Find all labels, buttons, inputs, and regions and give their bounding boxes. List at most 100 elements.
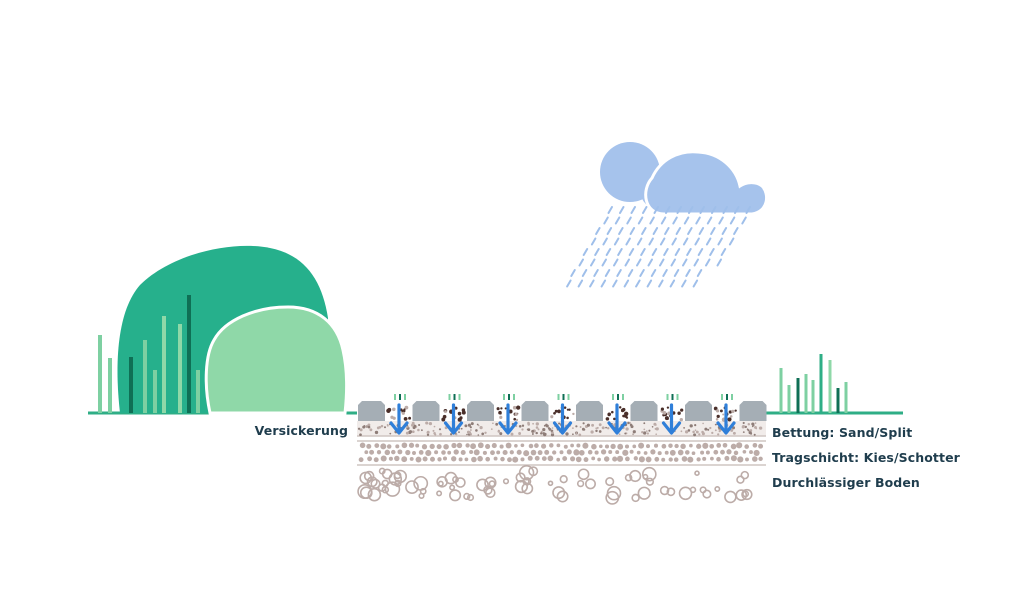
raindrop [709, 248, 715, 256]
gravel-stone [412, 451, 416, 455]
raindrop [663, 248, 669, 256]
gravel-stone [541, 443, 547, 449]
raindrop [669, 279, 676, 288]
label-infiltration: Versickerung [254, 423, 348, 438]
gravel-stone [523, 450, 530, 457]
sand-grain [527, 421, 530, 425]
gravel-stone [451, 456, 457, 462]
raindrop [710, 227, 716, 235]
joint-grain [727, 417, 732, 422]
sand-grain [598, 430, 602, 433]
raindrop [602, 237, 608, 246]
raindrop [593, 269, 599, 277]
subsoil-stones [357, 465, 753, 505]
arrow-down-icon [552, 403, 573, 435]
arrow-down-icon [389, 403, 409, 435]
raindrop [664, 227, 670, 235]
gravel-stone [742, 449, 747, 454]
pebble [393, 471, 402, 480]
gravel-stone [612, 456, 618, 462]
pebble [476, 478, 489, 492]
sand-grain [359, 428, 363, 432]
sand-grain [683, 427, 685, 429]
raindrop [617, 248, 623, 256]
sand-grain [707, 428, 710, 431]
sand-grain [405, 431, 409, 435]
raindrop [649, 216, 655, 225]
raindrop [673, 269, 680, 277]
arrow-down-icon [498, 403, 518, 435]
joint-grain [387, 407, 392, 412]
raindrop [595, 227, 601, 235]
raindrop [741, 216, 747, 225]
gravel-stone [566, 449, 572, 455]
sand-grain [477, 424, 480, 427]
gravel-stone [485, 456, 491, 462]
pebble [381, 479, 390, 488]
raindrop [581, 269, 588, 277]
raindrop [647, 258, 653, 267]
sand-grain [433, 425, 436, 428]
raindrop [685, 269, 691, 277]
arrow-down-icon [443, 403, 464, 435]
sand-grain [692, 430, 695, 434]
raindrop [570, 269, 576, 277]
sand-grain [545, 424, 549, 428]
gravel-stone [632, 444, 637, 449]
gravel-stone [458, 457, 463, 462]
bush-group [117, 245, 349, 415]
raindrop [578, 258, 584, 267]
raindrop [601, 258, 607, 267]
joint-grain [500, 407, 503, 410]
sand-grain [531, 429, 535, 433]
sand-grain [551, 427, 554, 429]
sand-grain [758, 426, 763, 430]
joint-grain [512, 405, 517, 410]
pebble [449, 489, 462, 502]
gravel-stone [624, 444, 630, 449]
raindrop [698, 227, 705, 235]
raindrop [614, 216, 621, 225]
sand-grain [426, 433, 430, 436]
pebble [606, 485, 622, 501]
sand-grain [755, 427, 758, 430]
raindrop [651, 248, 658, 256]
raindrop [662, 269, 668, 277]
sand-grain [481, 432, 485, 436]
raindrop [628, 248, 635, 256]
sand-grain [380, 424, 384, 428]
sand-grain [467, 423, 471, 427]
gravel-stone [530, 449, 537, 456]
gravel-stone [636, 450, 641, 455]
joint-grain [679, 418, 683, 422]
sand-grain [695, 430, 699, 434]
gravel-stone [696, 443, 702, 449]
gravel-stone [645, 456, 652, 463]
joint-grain [607, 412, 611, 417]
sand-grain [439, 432, 442, 436]
sand-grain [655, 427, 659, 431]
raindrop [604, 269, 611, 277]
sand-grain [518, 424, 522, 428]
sand-grain [595, 427, 598, 430]
sand-grain [433, 432, 436, 435]
joint-grain [662, 411, 667, 415]
gravel-stone [570, 456, 576, 462]
raindrop [652, 227, 659, 235]
pebble [736, 475, 745, 484]
gravel-stone [681, 456, 688, 462]
gravel-stone [380, 455, 387, 462]
gravel-stones [358, 442, 764, 463]
gravel-stone [388, 456, 393, 461]
sand-grain [687, 429, 691, 432]
sand-grain [693, 433, 697, 437]
joint-grain [516, 405, 521, 410]
pebble [522, 477, 530, 486]
gravel-stone [615, 450, 620, 455]
gravel-stone [502, 449, 508, 456]
joint-grain [392, 416, 396, 420]
sand-grain [643, 422, 646, 425]
pebble [577, 468, 590, 481]
sand-grain [714, 423, 717, 426]
gravel-stone [534, 443, 539, 448]
